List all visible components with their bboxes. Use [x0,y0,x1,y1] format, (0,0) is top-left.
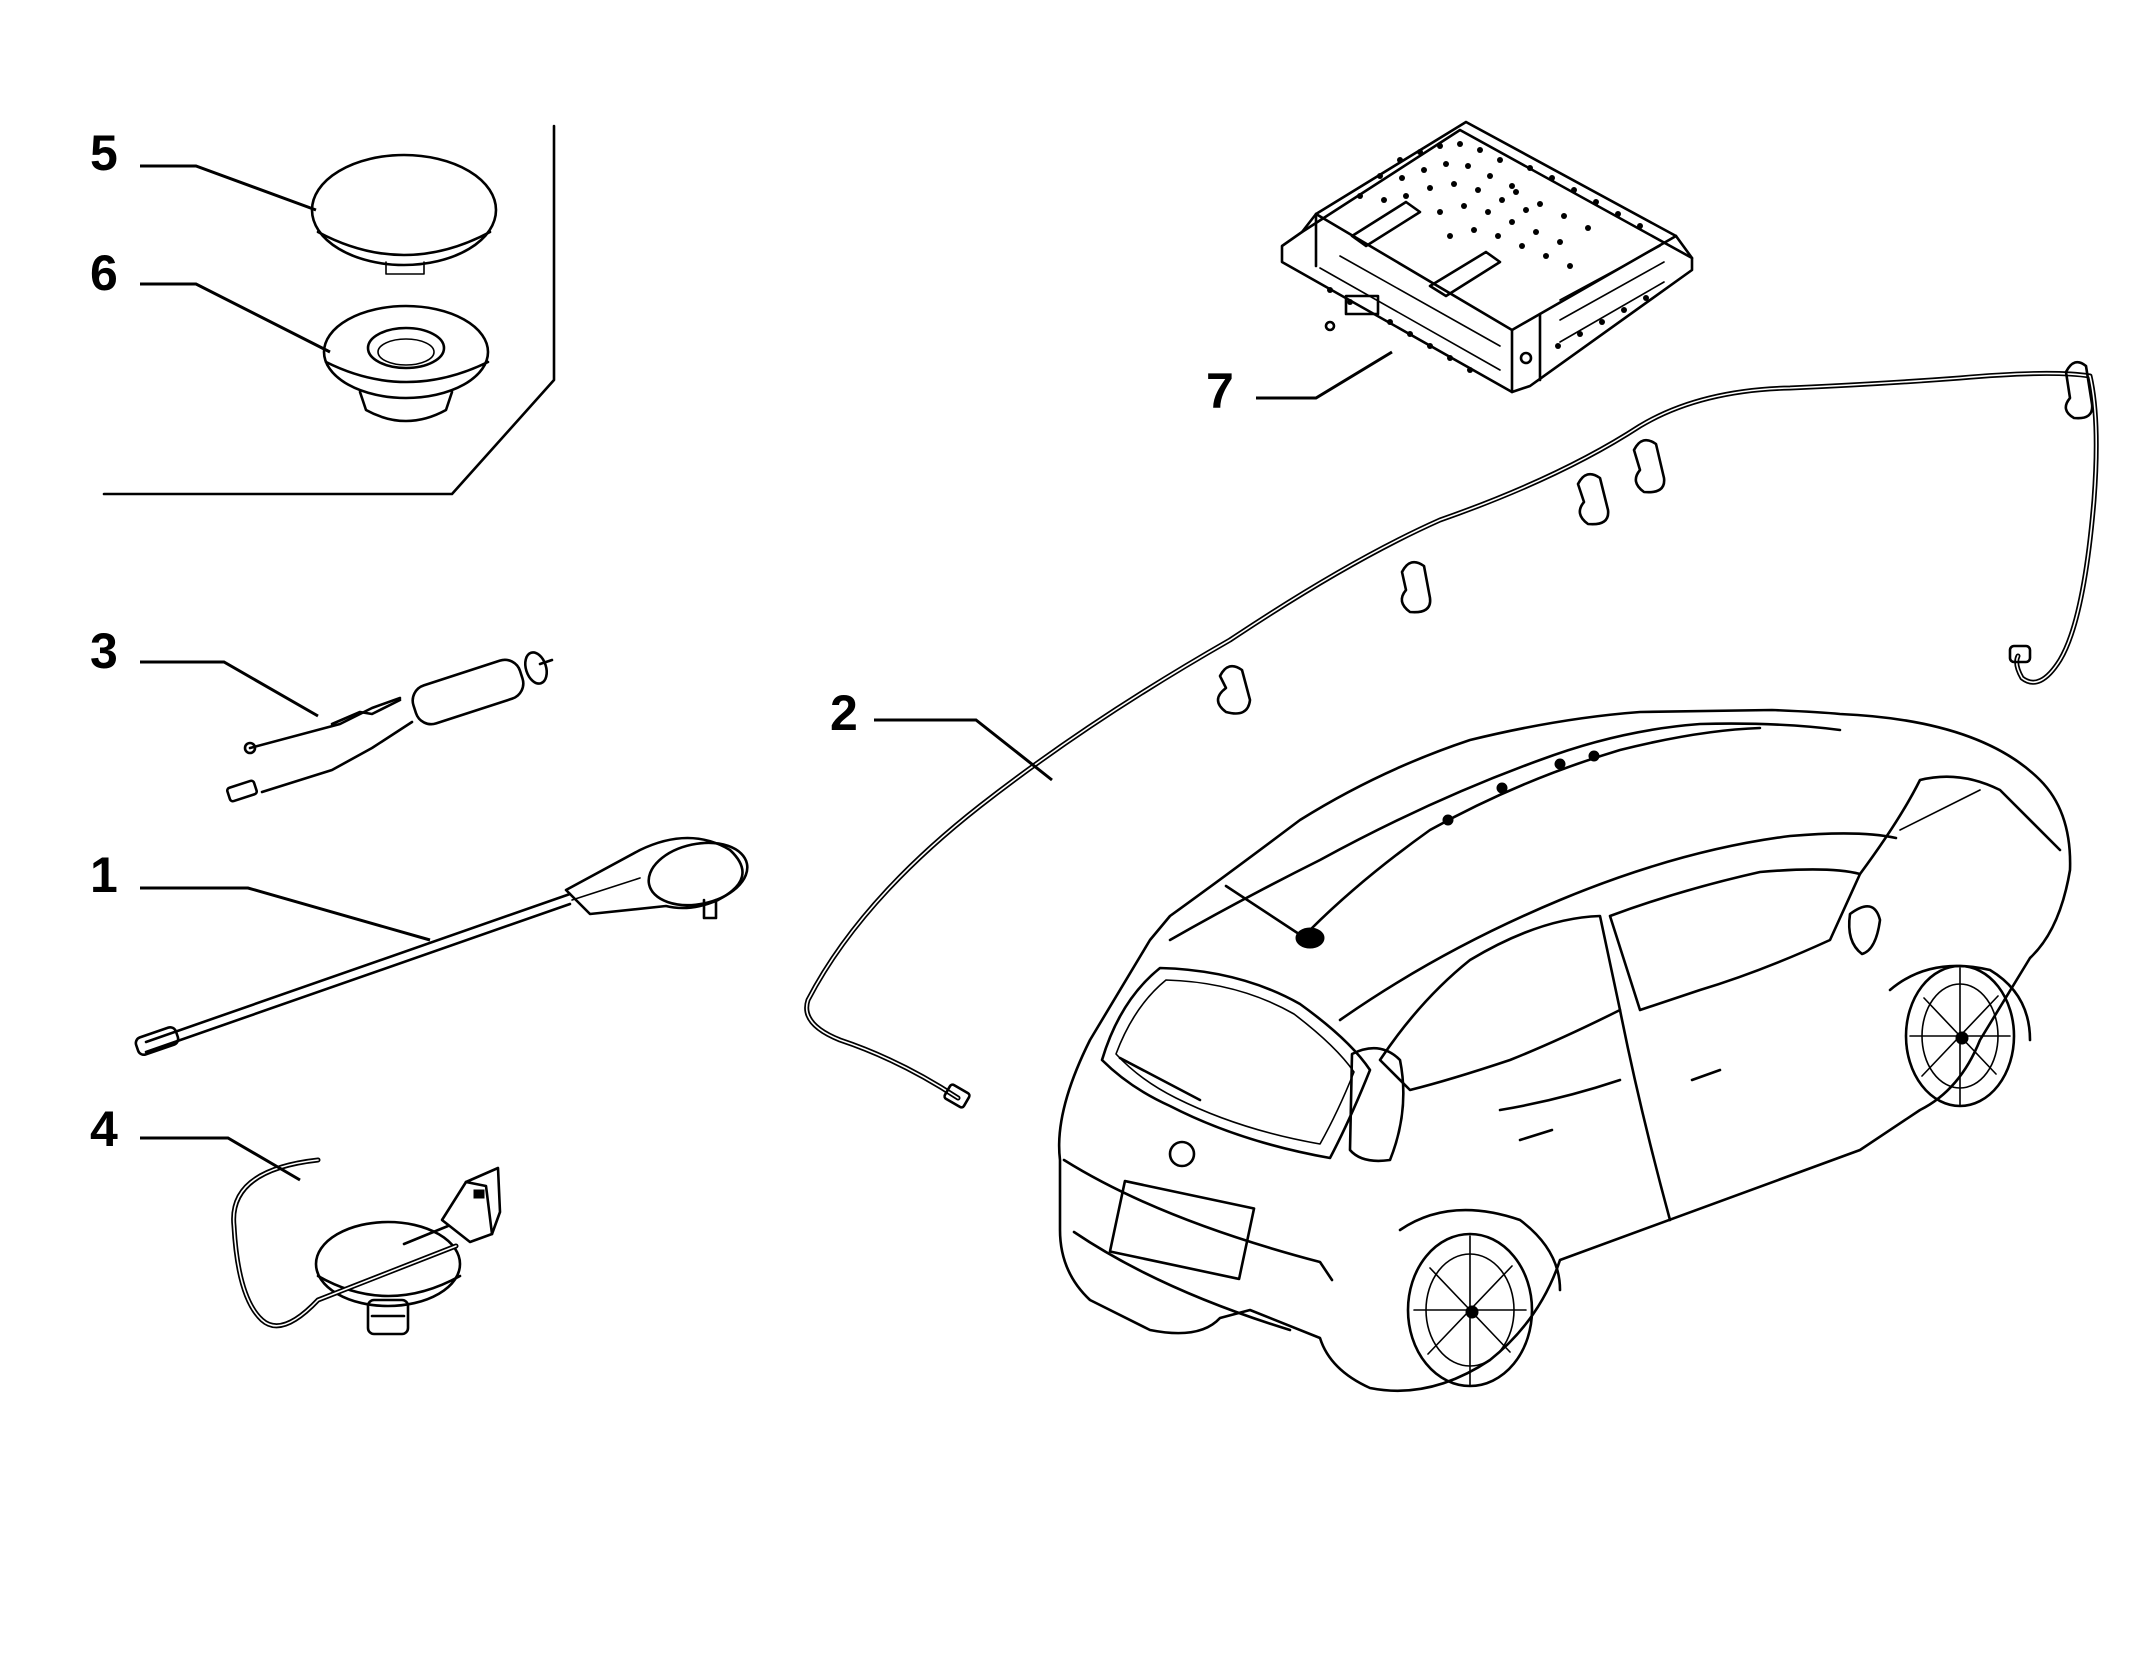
callout-labels: 5 6 3 1 4 2 7 [90,125,1234,1157]
car-illustration [1057,708,2072,1393]
part-5-cap [310,153,498,275]
callout-2: 2 [830,685,858,741]
part-4-antenna-base [231,1157,502,1336]
callout-3: 3 [90,623,118,679]
inset-frame [102,124,556,496]
callout-4: 4 [90,1101,118,1157]
part-2-antenna-cable [804,360,2099,1109]
part-3-amplifier-cable [226,651,554,803]
callout-6: 6 [90,245,118,301]
callout-5: 5 [90,125,118,181]
part-7-radio-module [1280,120,1694,394]
callout-7: 7 [1206,363,1234,419]
part-1-antenna-mast [134,836,749,1057]
leader-lines [140,164,1393,1182]
part-6-grommet [322,304,490,423]
callout-1: 1 [90,847,118,903]
